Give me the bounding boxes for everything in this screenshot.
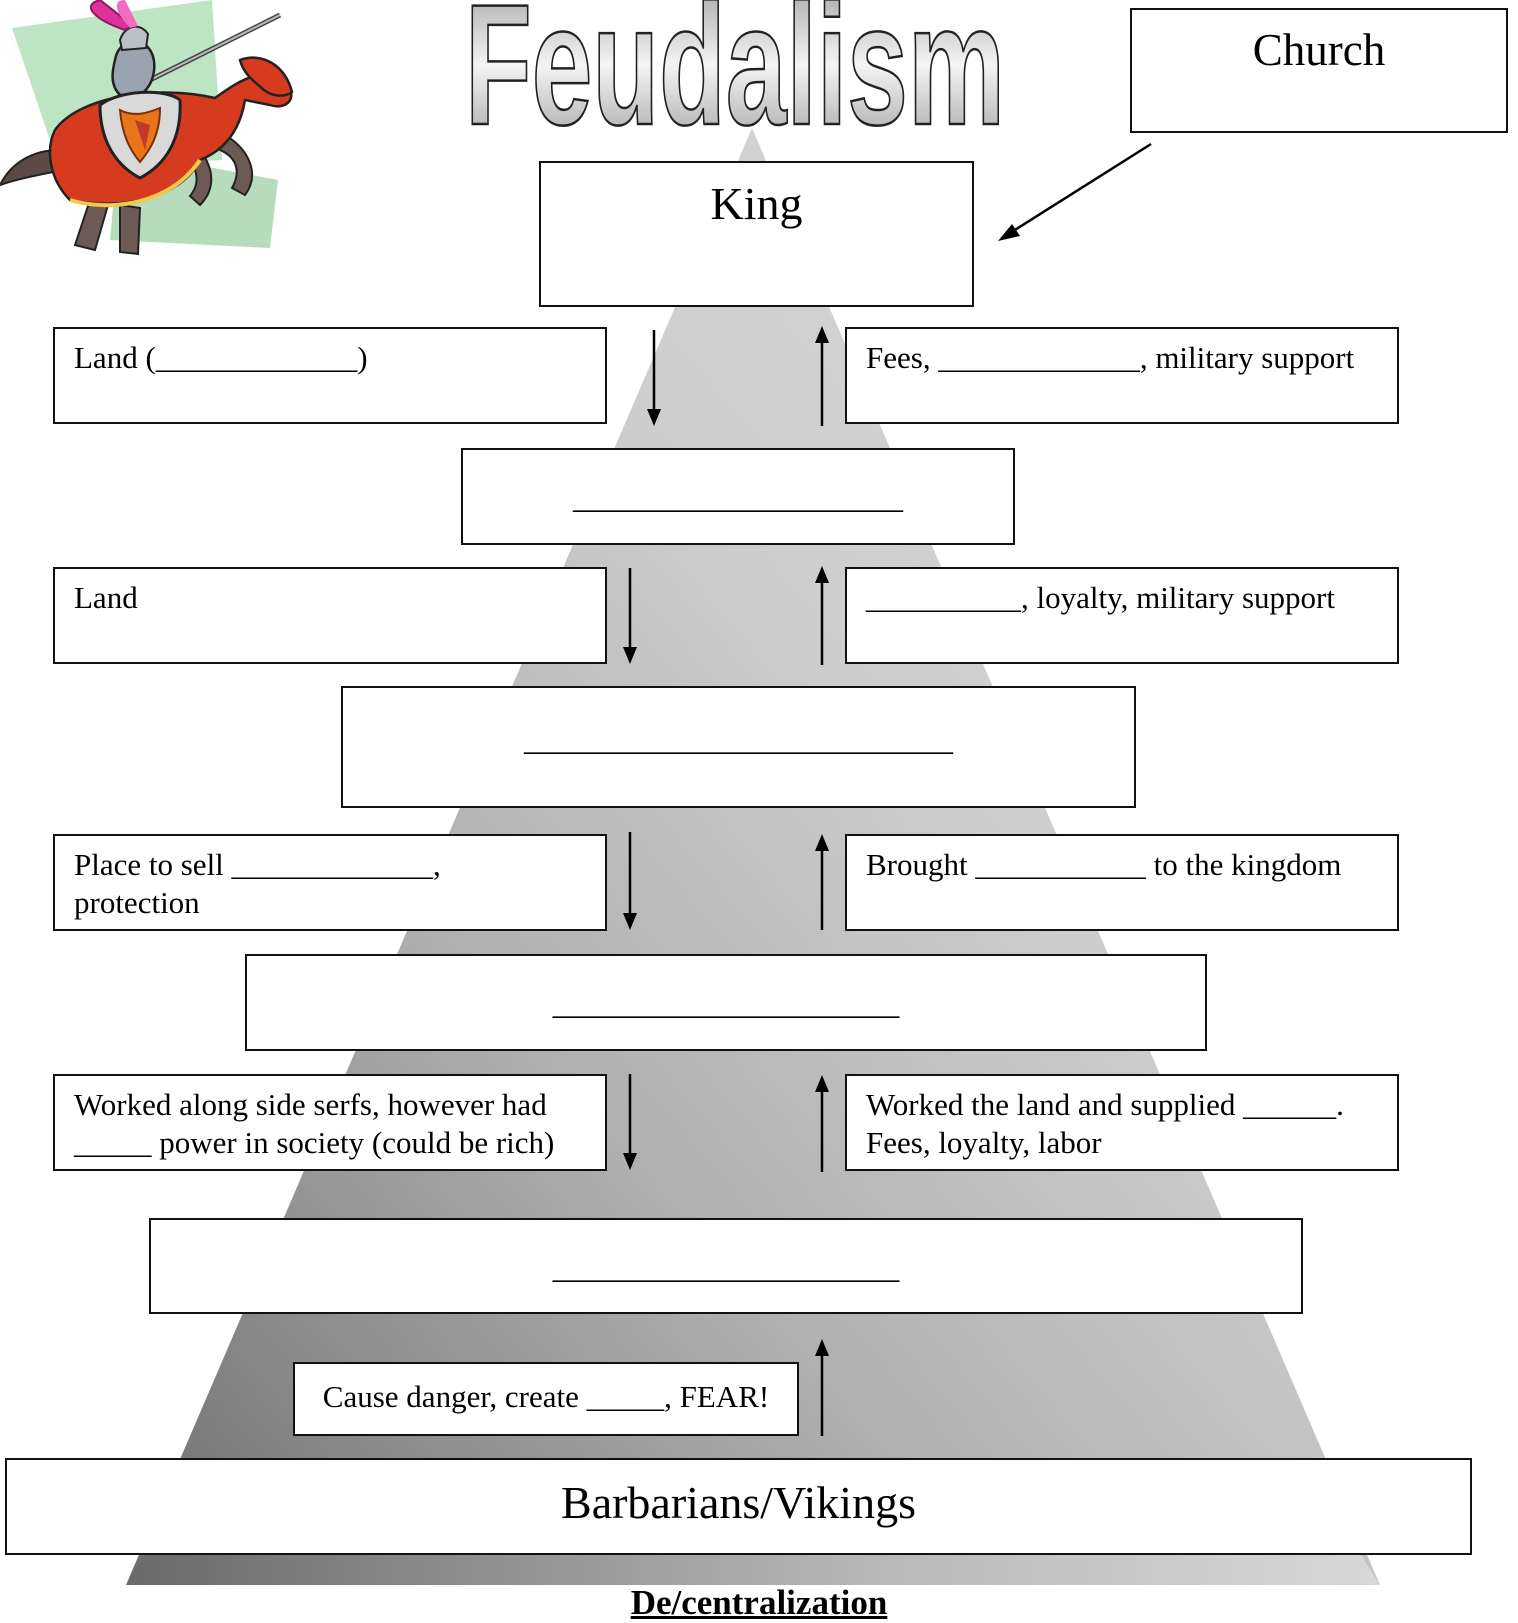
church-label: Church [1252,25,1386,75]
left-box-1: Land (_____________) [53,327,607,424]
church-arrow-head [998,224,1020,241]
tier-box-2: __________________________ [341,686,1136,808]
tier-box-4: _____________________ [149,1218,1303,1314]
right-box-2-text: __________, loyalty, military support [866,580,1335,615]
right-box-2: __________, loyalty, military support [845,567,1399,664]
left-box-3: Place to sell _____________, protection [53,834,607,931]
right-box-3-text: Brought ___________ to the kingdom [866,847,1342,882]
left-box-4-text: Worked along side serfs, however had ___… [74,1087,555,1160]
right-box-4-text: Worked the land and supplied ______. Fee… [866,1087,1344,1160]
base-label: Barbarians/Vikings [561,1477,916,1528]
right-box-1: Fees, _____________, military support [845,327,1399,424]
tier-4-blank: _____________________ [552,1250,900,1286]
danger-box: Cause danger, create _____, FEAR! [293,1362,799,1436]
right-box-4: Worked the land and supplied ______. Fee… [845,1074,1399,1171]
right-box-3: Brought ___________ to the kingdom [845,834,1399,931]
tier-box-3: _____________________ [245,954,1207,1051]
church-box: Church [1130,8,1508,133]
left-box-2: Land [53,567,607,664]
tier-3-blank: _____________________ [552,986,900,1022]
king-box: King [539,161,974,307]
base-box: Barbarians/Vikings [5,1458,1472,1555]
left-box-1-text: Land (_____________) [74,340,368,375]
left-box-3-text: Place to sell _____________, protection [74,847,441,920]
tier-2-blank: __________________________ [524,722,953,758]
tier-1-blank: ____________________ [573,480,903,516]
right-box-1-text: Fees, _____________, military support [866,340,1355,375]
pyramid-base-shadow [126,1545,1380,1585]
decentralization-label: De/centralization [630,1583,888,1622]
danger-box-text: Cause danger, create _____, FEAR! [322,1379,770,1414]
knight-on-horse-clipart [0,0,294,256]
page-title: Feudalism [455,0,1015,162]
title-text: Feudalism [465,0,1005,132]
church-arrow [1009,142,1152,235]
king-label: King [710,178,803,229]
left-box-2-text: Land [74,580,138,615]
tier-box-1: ____________________ [461,448,1015,545]
left-box-4: Worked along side serfs, however had ___… [53,1074,607,1171]
